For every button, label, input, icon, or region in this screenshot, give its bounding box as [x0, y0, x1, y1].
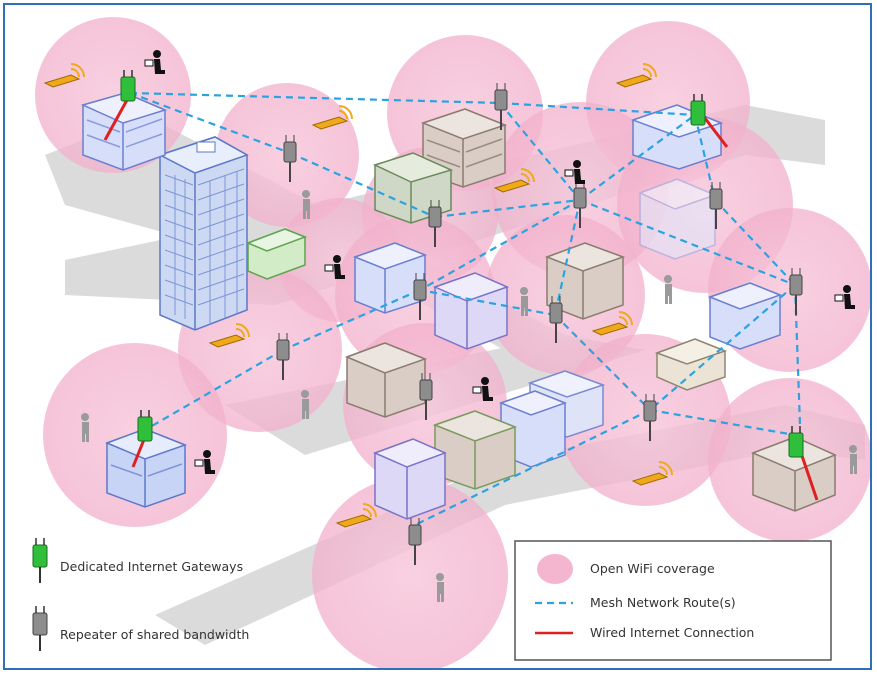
mesh-route	[649, 284, 796, 411]
tall-office-tower	[158, 136, 249, 331]
mesh-route	[553, 199, 582, 316]
legend-coverage-label: Open WiFi coverage	[590, 561, 715, 576]
phone-user-icon	[302, 190, 310, 219]
phone-user-icon	[81, 413, 89, 442]
phone-user-icon	[664, 275, 672, 304]
laptop-wifi-icon	[311, 105, 353, 130]
desk-users	[144, 50, 855, 474]
repeater-icon	[32, 606, 48, 651]
mesh-route	[414, 409, 651, 526]
laptop-wifi-icon	[631, 461, 673, 486]
repeater-icon	[408, 518, 422, 565]
legend-gateway-label: Dedicated Internet Gateways	[60, 559, 243, 574]
repeater-icon	[413, 273, 427, 320]
mesh-route	[282, 288, 421, 352]
laptop-wifi-icon	[493, 168, 535, 193]
gateway-icon	[32, 538, 48, 583]
building	[432, 410, 518, 490]
building	[344, 342, 428, 418]
repeater-icon	[494, 83, 508, 130]
repeater-icon	[428, 200, 442, 247]
mesh-route	[144, 349, 284, 431]
phone-users	[81, 190, 857, 602]
mesh-route	[434, 198, 581, 219]
legend-left: Dedicated Internet Gateways Repeater of …	[32, 538, 249, 651]
building	[498, 390, 568, 468]
coverage-swatch	[537, 554, 573, 584]
gateway-icon	[137, 410, 153, 442]
wired-connection	[103, 99, 129, 141]
wired-connection	[131, 436, 147, 468]
legend-mesh-label: Mesh Network Route(s)	[590, 595, 736, 610]
repeater-icon	[549, 296, 563, 343]
laptop-users	[43, 63, 673, 528]
desk-user-icon	[144, 50, 165, 74]
desk-user-icon	[564, 160, 585, 184]
phone-user-icon	[301, 390, 309, 419]
repeater-icon	[419, 373, 433, 420]
mesh-route	[579, 198, 796, 287]
desk-user-icon	[194, 450, 215, 474]
laptop-wifi-icon	[208, 323, 250, 348]
gateways	[120, 70, 804, 458]
mesh-route	[419, 199, 581, 291]
building	[372, 438, 448, 520]
building	[432, 272, 510, 350]
legend-box: Open WiFi coverage Mesh Network Route(s)…	[514, 540, 832, 661]
mesh-routes	[129, 91, 802, 526]
building	[104, 428, 188, 508]
mesh-route	[554, 314, 651, 411]
desk-user-icon	[472, 377, 493, 401]
repeater-icon	[283, 135, 297, 182]
laptop-wifi-icon	[335, 503, 377, 528]
mesh-route	[419, 288, 556, 317]
gateway-icon	[120, 70, 136, 102]
legend-repeater-label: Repeater of shared bandwidth	[60, 627, 249, 642]
mesh-route	[649, 408, 796, 437]
laptop-wifi-icon	[615, 63, 657, 88]
repeaters	[276, 83, 803, 565]
building	[372, 152, 454, 224]
diagram-frame: Dedicated Internet Gateways Repeater of …	[3, 3, 872, 670]
phone-user-icon	[436, 573, 444, 602]
repeater-icon	[709, 182, 723, 229]
mesh-route	[499, 102, 581, 201]
building	[707, 282, 783, 350]
repeater-icon	[276, 333, 290, 380]
building	[638, 178, 718, 260]
mesh-route	[289, 151, 436, 219]
wired-connection	[798, 449, 819, 501]
phone-user-icon	[849, 445, 857, 474]
building	[352, 242, 428, 314]
gateway-icon	[690, 94, 706, 126]
mesh-route	[129, 91, 291, 155]
wifi-mesh-diagram: Dedicated Internet Gateways Repeater of …	[32, 17, 870, 668]
mesh-route	[129, 91, 501, 105]
repeater-icon	[643, 394, 657, 441]
legend-wired-label: Wired Internet Connection	[590, 625, 754, 640]
mesh-route	[499, 101, 696, 117]
building	[654, 338, 728, 391]
mesh-route	[714, 199, 796, 286]
repeater-icon	[789, 268, 803, 315]
desk-user-icon	[834, 285, 855, 309]
building	[245, 228, 308, 280]
laptop-wifi-icon	[591, 311, 633, 336]
coverage-circle	[312, 477, 508, 668]
laptop-wifi-icon	[43, 63, 85, 88]
phone-user-icon	[520, 287, 528, 316]
gateway-icon	[788, 426, 804, 458]
desk-user-icon	[324, 255, 345, 279]
